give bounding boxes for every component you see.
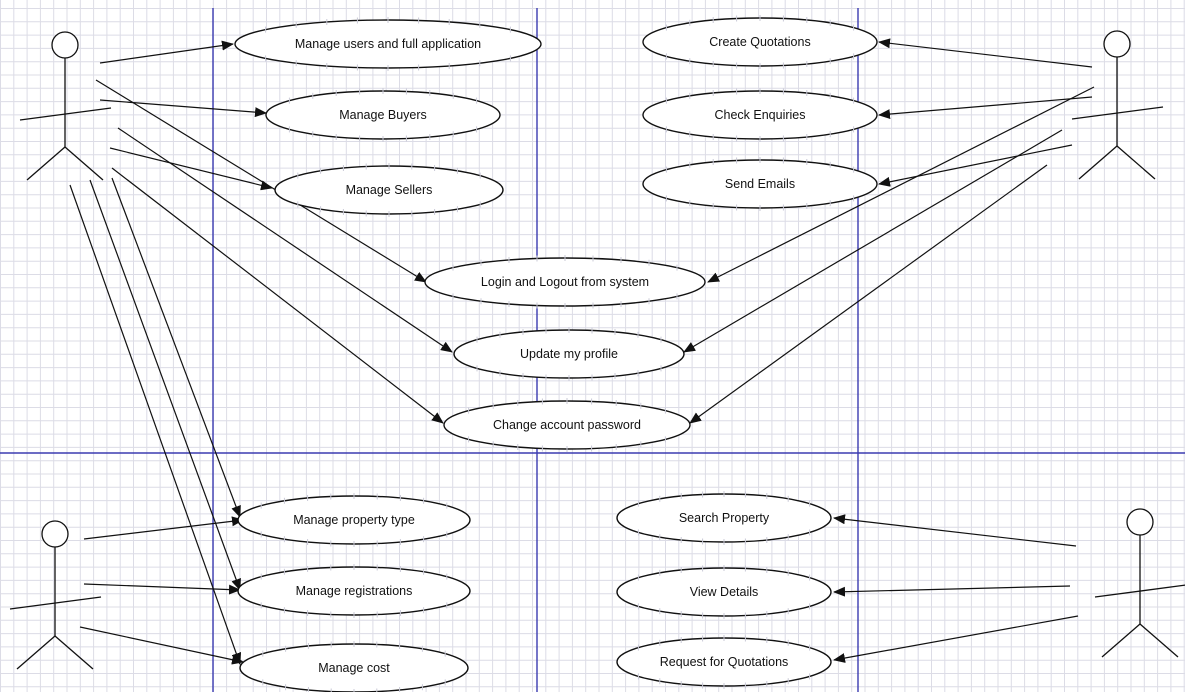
use-case-label: Change account password bbox=[493, 418, 641, 432]
use-case-label: Manage cost bbox=[318, 661, 390, 675]
use-case-label: Manage users and full application bbox=[295, 37, 481, 51]
actor-bottom-left-figure bbox=[9, 520, 102, 670]
use-case-edge-ticks bbox=[288, 88, 478, 142]
actor-right-leg bbox=[1139, 623, 1179, 658]
association-actor-top-left-to-change-password bbox=[111, 167, 444, 424]
use-case-label: Send Emails bbox=[725, 177, 795, 191]
actor-right-leg bbox=[64, 146, 104, 181]
actor-head bbox=[1126, 508, 1154, 536]
association-actor-top-right-to-check-enquiries bbox=[878, 96, 1093, 120]
actor-left-leg bbox=[1101, 623, 1141, 658]
use-case-manage-registrations[interactable]: Manage registrations bbox=[237, 564, 471, 618]
association-actor-bottom-right-to-view-details bbox=[833, 585, 1071, 597]
association-actor-top-left-to-manage-registrations bbox=[89, 179, 241, 591]
use-case-edge-ticks bbox=[476, 327, 662, 381]
use-case-edge-ticks bbox=[637, 635, 811, 689]
use-case-edge-ticks bbox=[468, 398, 666, 452]
association-actor-top-left-to-manage-cost bbox=[69, 184, 242, 665]
use-case-manage-users[interactable]: Manage users and full application bbox=[234, 17, 542, 71]
use-case-label: Check Enquiries bbox=[714, 108, 805, 122]
use-case-send-emails[interactable]: Send Emails bbox=[642, 157, 878, 211]
use-case-edge-ticks bbox=[262, 641, 446, 692]
use-case-label: Manage property type bbox=[293, 513, 415, 527]
use-case-search-property[interactable]: Search Property bbox=[616, 491, 832, 545]
use-case-label: Update my profile bbox=[520, 347, 618, 361]
association-actor-top-right-to-login-logout bbox=[707, 86, 1095, 283]
use-case-login-logout[interactable]: Login and Logout from system bbox=[424, 255, 706, 309]
actor-arms bbox=[1071, 106, 1164, 120]
use-case-create-quotations[interactable]: Create Quotations bbox=[642, 15, 878, 69]
use-case-label: Manage Sellers bbox=[346, 183, 433, 197]
use-case-manage-property-type[interactable]: Manage property type bbox=[237, 493, 471, 547]
actor-left-leg bbox=[1078, 145, 1118, 180]
association-actor-top-right-to-update-profile bbox=[683, 129, 1063, 353]
actor-top-left-figure bbox=[19, 31, 112, 181]
association-actor-bottom-right-to-search-property bbox=[833, 514, 1077, 547]
use-case-edge-ticks bbox=[265, 17, 511, 71]
use-case-label: Login and Logout from system bbox=[481, 275, 649, 289]
association-actor-top-left-to-manage-users bbox=[99, 40, 234, 64]
use-case-label: Search Property bbox=[679, 511, 770, 525]
use-case-edge-ticks bbox=[637, 491, 811, 545]
use-case-view-details[interactable]: View Details bbox=[616, 565, 832, 619]
use-case-edge-ticks bbox=[637, 565, 811, 619]
use-case-label: Create Quotations bbox=[709, 35, 810, 49]
use-case-edge-ticks bbox=[665, 15, 855, 69]
association-actor-top-left-to-manage-buyers bbox=[99, 99, 267, 118]
use-case-manage-buyers[interactable]: Manage Buyers bbox=[265, 88, 501, 142]
association-actor-bottom-right-to-request-quotations bbox=[833, 615, 1079, 663]
use-case-edge-ticks bbox=[260, 493, 448, 547]
use-case-edge-ticks bbox=[665, 157, 855, 211]
use-case-check-enquiries[interactable]: Check Enquiries bbox=[642, 88, 878, 142]
use-case-manage-sellers[interactable]: Manage Sellers bbox=[274, 163, 504, 217]
use-case-manage-cost[interactable]: Manage cost bbox=[239, 641, 469, 692]
association-actor-top-right-to-create-quotations bbox=[878, 38, 1093, 68]
use-case-label: View Details bbox=[690, 585, 759, 599]
use-case-edge-ticks bbox=[665, 88, 855, 142]
use-case-update-profile[interactable]: Update my profile bbox=[453, 327, 685, 381]
use-case-change-password[interactable]: Change account password bbox=[443, 398, 691, 452]
use-case-edge-ticks bbox=[297, 163, 481, 217]
use-case-label: Request for Quotations bbox=[660, 655, 789, 669]
actor-head bbox=[51, 31, 79, 59]
association-actor-top-right-to-send-emails bbox=[878, 144, 1073, 187]
association-actor-top-left-to-manage-property-type bbox=[111, 177, 241, 518]
actor-head bbox=[1103, 30, 1131, 58]
actor-left-leg bbox=[16, 635, 56, 670]
associations bbox=[69, 38, 1095, 665]
association-actor-top-right-to-change-password bbox=[689, 164, 1048, 424]
use-case-edge-ticks bbox=[260, 564, 448, 618]
association-actor-bottom-left-to-manage-registrations bbox=[83, 583, 241, 595]
use-cases: Manage users and full applicationManage … bbox=[234, 15, 878, 692]
use-case-request-quotations[interactable]: Request for Quotations bbox=[616, 635, 832, 689]
actor-arms bbox=[1094, 584, 1185, 598]
actor-top-right-figure bbox=[1071, 30, 1164, 180]
actor-right-leg bbox=[54, 635, 94, 670]
association-actor-bottom-left-to-manage-property-type bbox=[83, 516, 244, 540]
actor-right-leg bbox=[1116, 145, 1156, 180]
use-case-label: Manage registrations bbox=[296, 584, 413, 598]
actors bbox=[9, 30, 1185, 670]
actor-bottom-right-figure bbox=[1094, 508, 1185, 658]
actor-arms bbox=[9, 596, 102, 610]
use-case-label: Manage Buyers bbox=[339, 108, 427, 122]
association-actor-bottom-left-to-manage-cost bbox=[79, 626, 244, 665]
actor-arms bbox=[19, 107, 112, 121]
actor-head bbox=[41, 520, 69, 548]
actor-left-leg bbox=[26, 146, 66, 181]
association-actor-top-left-to-manage-sellers bbox=[109, 147, 273, 191]
use-case-edge-ticks bbox=[452, 255, 678, 309]
association-actor-top-left-to-login-logout bbox=[95, 79, 427, 283]
association-actor-top-left-to-update-profile bbox=[117, 127, 453, 353]
